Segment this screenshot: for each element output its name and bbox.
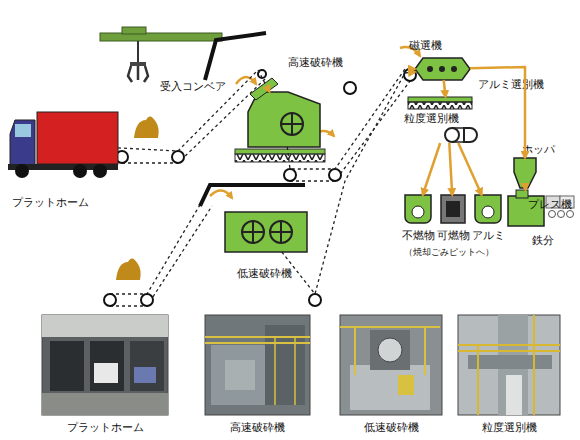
annotation-label: 鉄分 (532, 234, 554, 247)
crusher-belt (235, 149, 325, 162)
machine-label: 低速破砕機 (237, 267, 292, 280)
hopper: ホッパ (514, 158, 536, 188)
annotation-label: 受入コンベア (160, 80, 226, 93)
node-shape (340, 315, 442, 415)
press-machine: プレス機 (508, 190, 544, 226)
photo-caption: 高速破砕機 (230, 421, 285, 434)
magnetic-separator: 磁選機 (415, 58, 470, 80)
machine-label: 高速破砕機 (288, 56, 343, 69)
node-shape (248, 92, 320, 147)
flow-arrow (444, 80, 446, 97)
machine-label: 可燃物 (437, 229, 470, 242)
high-speed-crusher: 高速破砕機 (248, 92, 320, 147)
node-shape (8, 112, 118, 178)
node-shape (441, 195, 465, 223)
node-shape (415, 58, 470, 80)
photo-frame: 粒度選別機 (458, 315, 560, 415)
machine-label: アルミ (472, 229, 505, 242)
flow-arrow (524, 188, 527, 190)
node-shape (205, 315, 310, 415)
node-shape (514, 158, 536, 188)
node-shape (458, 315, 560, 415)
photo-frame: 低速破砕機 (340, 315, 442, 415)
machine-label: 不燃物 (402, 229, 435, 242)
output-bin: 可燃物 (441, 195, 465, 223)
crane (100, 27, 222, 82)
node-shape (42, 315, 168, 415)
waste-pile (116, 116, 159, 280)
annotation-label: （焼却ごみピットへ） (404, 246, 494, 259)
machine-label: プラットホーム (12, 196, 89, 209)
output-bin: アルミ (475, 195, 501, 223)
size-separator: 粒度選別機 (408, 97, 488, 143)
flow-arrow (470, 67, 525, 158)
conveyor-line (118, 70, 270, 151)
node-shape (225, 212, 307, 252)
low-crusher-chute (200, 185, 305, 206)
pulleys (104, 69, 416, 306)
photo-caption: 粒度選別機 (482, 421, 537, 434)
machine-label: 粒度選別機 (404, 112, 459, 125)
flow-arrow (423, 143, 441, 195)
node-shape (405, 195, 431, 223)
truck-platform: プラットホーム (8, 112, 118, 178)
flow-arrows (210, 47, 420, 198)
machine-label: 磁選機 (409, 39, 442, 52)
photo-caption: 低速破砕機 (364, 421, 419, 434)
photo-frame: 高速破砕機 (205, 315, 310, 415)
machine-label: プレス機 (528, 198, 572, 211)
output-bin: 不燃物 (405, 195, 431, 223)
machine-label: ホッパ (522, 143, 555, 156)
conveyor-belts (110, 78, 410, 306)
annotation-label: アルミ選別機 (478, 78, 544, 91)
feed-chute (205, 33, 266, 80)
photo-frame: プラットホーム (42, 315, 168, 415)
photo-caption: プラットホーム (67, 421, 144, 434)
conveyor-line (287, 69, 415, 169)
low-speed-crusher: 低速破砕機 (225, 212, 307, 252)
node-shape (475, 195, 501, 223)
flow-arrow (458, 143, 481, 195)
flow-arrow (449, 143, 452, 195)
conveyor-line (282, 72, 415, 294)
